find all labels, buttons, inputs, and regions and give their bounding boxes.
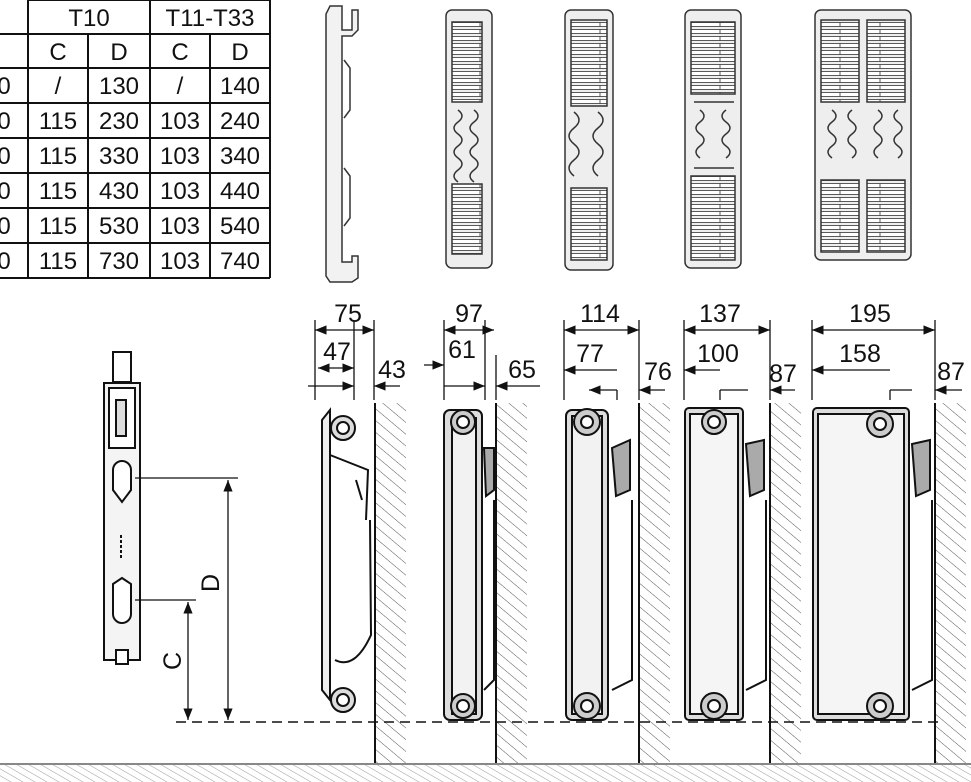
table-cell-height: 0 [0,248,11,275]
t11-side-view [443,409,495,721]
t22-section-view [684,9,742,269]
table-subheader: C [171,39,188,66]
table-cell: 340 [220,143,260,170]
table-cell: 115 [39,213,77,240]
t33-overall-depth: 195 [849,300,891,328]
t11-wall-distance: 65 [508,356,536,384]
table-cell: 430 [99,178,139,205]
t21-side-view [565,408,633,721]
table-group-header: T11-T33 [166,5,255,32]
t22-overall-depth: 137 [699,300,741,328]
table-cell: 115 [39,178,77,205]
t11-section-view [445,9,493,269]
bracket-side-view [103,351,141,665]
table-cell: / [55,73,62,100]
table-cell: 103 [160,178,200,205]
table-cell: 230 [99,108,139,135]
table-cell: 130 [99,73,139,100]
c-d-dimensions [135,477,238,720]
table-subheader: C [49,39,66,66]
radiator-section-views [325,5,912,283]
dimension-labels: 75 47 43 97 61 65 114 77 76 137 100 87 1… [323,300,965,388]
table-cell: 140 [220,73,260,100]
t33-section-view [814,9,912,261]
table-subheader: D [110,39,127,66]
t21-section-view [564,9,614,271]
t11-overall-depth: 97 [455,300,483,328]
table-cell-height: 0 [0,213,11,240]
table-cell: 730 [99,248,139,275]
t21-inner-depth: 77 [576,340,604,368]
table-cell: 530 [99,213,139,240]
table-cell: 540 [220,213,260,240]
table-subheader: D [231,39,248,66]
table-cell: 330 [99,143,139,170]
table-cell-height: 0 [0,143,11,170]
t10-side-view [321,407,373,713]
table-cell: 103 [160,108,200,135]
t10-section-view [325,5,359,283]
table-cell: 115 [39,143,77,170]
table-cell-height: 0 [0,178,11,205]
dimension-lines [308,320,962,400]
table-cell: 103 [160,248,200,275]
walls [374,403,966,765]
table-cell-height: 0 [0,73,11,100]
table-cell: 103 [160,143,200,170]
table-group-header: T10 [68,5,109,32]
table-cell: 115 [39,108,77,135]
d-label: D [197,574,225,592]
c-label: C [159,652,187,670]
table-cell: 115 [39,248,77,275]
table-cell-height: 0 [0,108,11,135]
t22-side-view [684,407,767,721]
radiator-side-views [321,407,933,721]
t21-wall-distance: 76 [644,358,672,386]
table-cell: / [177,73,184,100]
t11-inner-depth: 61 [448,336,476,364]
table-cell: 440 [220,178,260,205]
t10-overall-depth: 75 [334,300,362,328]
t10-wall-distance: 43 [378,356,406,384]
table-cell: 103 [160,213,200,240]
t22-wall-distance: 87 [769,360,797,388]
table-cell: 240 [220,108,260,135]
table-cell: 740 [220,248,260,275]
t10-inner-depth: 47 [323,338,351,366]
t33-side-view [812,407,933,721]
t22-inner-depth: 100 [697,340,739,368]
t33-wall-distance: 87 [937,358,965,386]
t21-overall-depth: 114 [580,300,620,328]
floor [0,763,971,782]
t33-inner-depth: 158 [839,340,881,368]
